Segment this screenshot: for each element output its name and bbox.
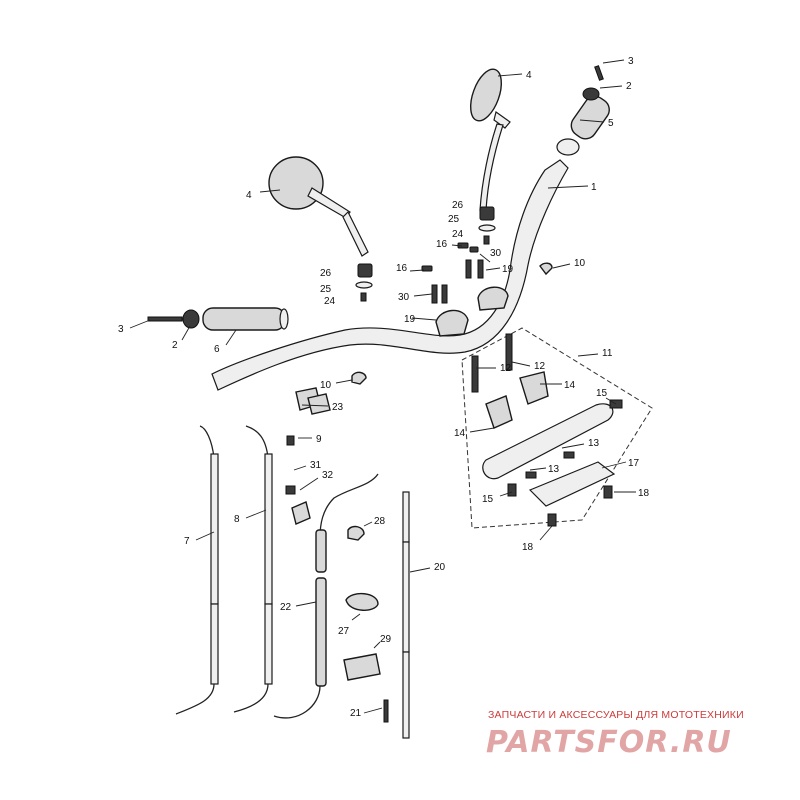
callout-18: 18 [522,542,534,553]
callout-numbers: 1 2 3 4 5 4 3 2 6 10 23 9 31 32 7 8 22 2… [118,56,650,719]
callout-25: 25 [320,284,332,295]
callout-25: 25 [448,214,460,225]
callout-13: 13 [548,464,560,475]
callout-10: 10 [320,380,332,391]
watermark-tagline: ЗАПЧАСТИ И АКСЕССУАРЫ ДЛЯ МОТОТЕХНИКИ [488,709,744,721]
callout-30: 30 [398,292,410,303]
speedo-cable-20 [402,491,410,739]
callout-26: 26 [452,200,464,211]
callout-12: 12 [534,361,546,372]
callout-29: 29 [380,634,392,645]
callout-16: 16 [436,239,448,250]
small-fittings [285,262,553,525]
callout-13: 13 [588,438,600,449]
callout-31: 31 [310,460,322,471]
callout-16: 16 [396,263,408,274]
watermark: ЗАПЧАСТИ И АКСЕССУАРЫ ДЛЯ МОТОТЕХНИКИ PA… [486,709,744,760]
mirror-adaptor-right [478,206,496,245]
callout-9: 9 [316,434,322,445]
callout-14: 14 [454,428,466,439]
callout-12: 12 [500,363,512,374]
callout-10: 10 [574,258,586,269]
riser-assembly [461,327,653,529]
callout-4: 4 [526,70,532,81]
callout-6: 6 [214,344,220,355]
callout-2: 2 [626,81,632,92]
mirror-right [469,68,511,211]
callout-19: 19 [502,264,514,275]
callout-2: 2 [172,340,178,351]
grip-left [147,307,289,331]
watermark-logo: PARTSFOR.RU [486,725,732,760]
callout-1: 1 [591,182,597,193]
handlebar [211,159,569,391]
callout-21: 21 [350,708,362,719]
callout-23: 23 [332,402,344,413]
mirror-left [268,156,369,257]
callout-30: 30 [490,248,502,259]
callout-5: 5 [608,118,614,129]
callout-3: 3 [118,324,124,335]
callout-14: 14 [564,380,576,391]
throttle-cable-8 [233,425,273,713]
callout-28: 28 [374,516,386,527]
callout-24: 24 [452,229,464,240]
callout-18: 18 [638,488,650,499]
callout-19: 19 [404,314,416,325]
leader-lines [129,59,636,714]
callout-20: 20 [434,562,446,573]
switch-cable-22 [273,473,379,719]
callout-32: 32 [322,470,334,481]
callout-24: 24 [324,296,336,307]
callout-15: 15 [482,494,494,505]
callout-17: 17 [628,458,640,469]
callout-22: 22 [280,602,292,613]
callout-27: 27 [338,626,350,637]
callout-3: 3 [628,56,634,67]
callout-11: 11 [602,348,613,359]
throttle-cable-7 [175,425,219,715]
callout-7: 7 [184,536,190,547]
callout-4: 4 [246,190,252,201]
callout-26: 26 [320,268,332,279]
cable-clips [343,525,389,723]
callout-8: 8 [234,514,240,525]
grip-right [556,65,610,156]
callout-15: 15 [596,388,608,399]
mirror-adaptor-left [355,263,373,302]
